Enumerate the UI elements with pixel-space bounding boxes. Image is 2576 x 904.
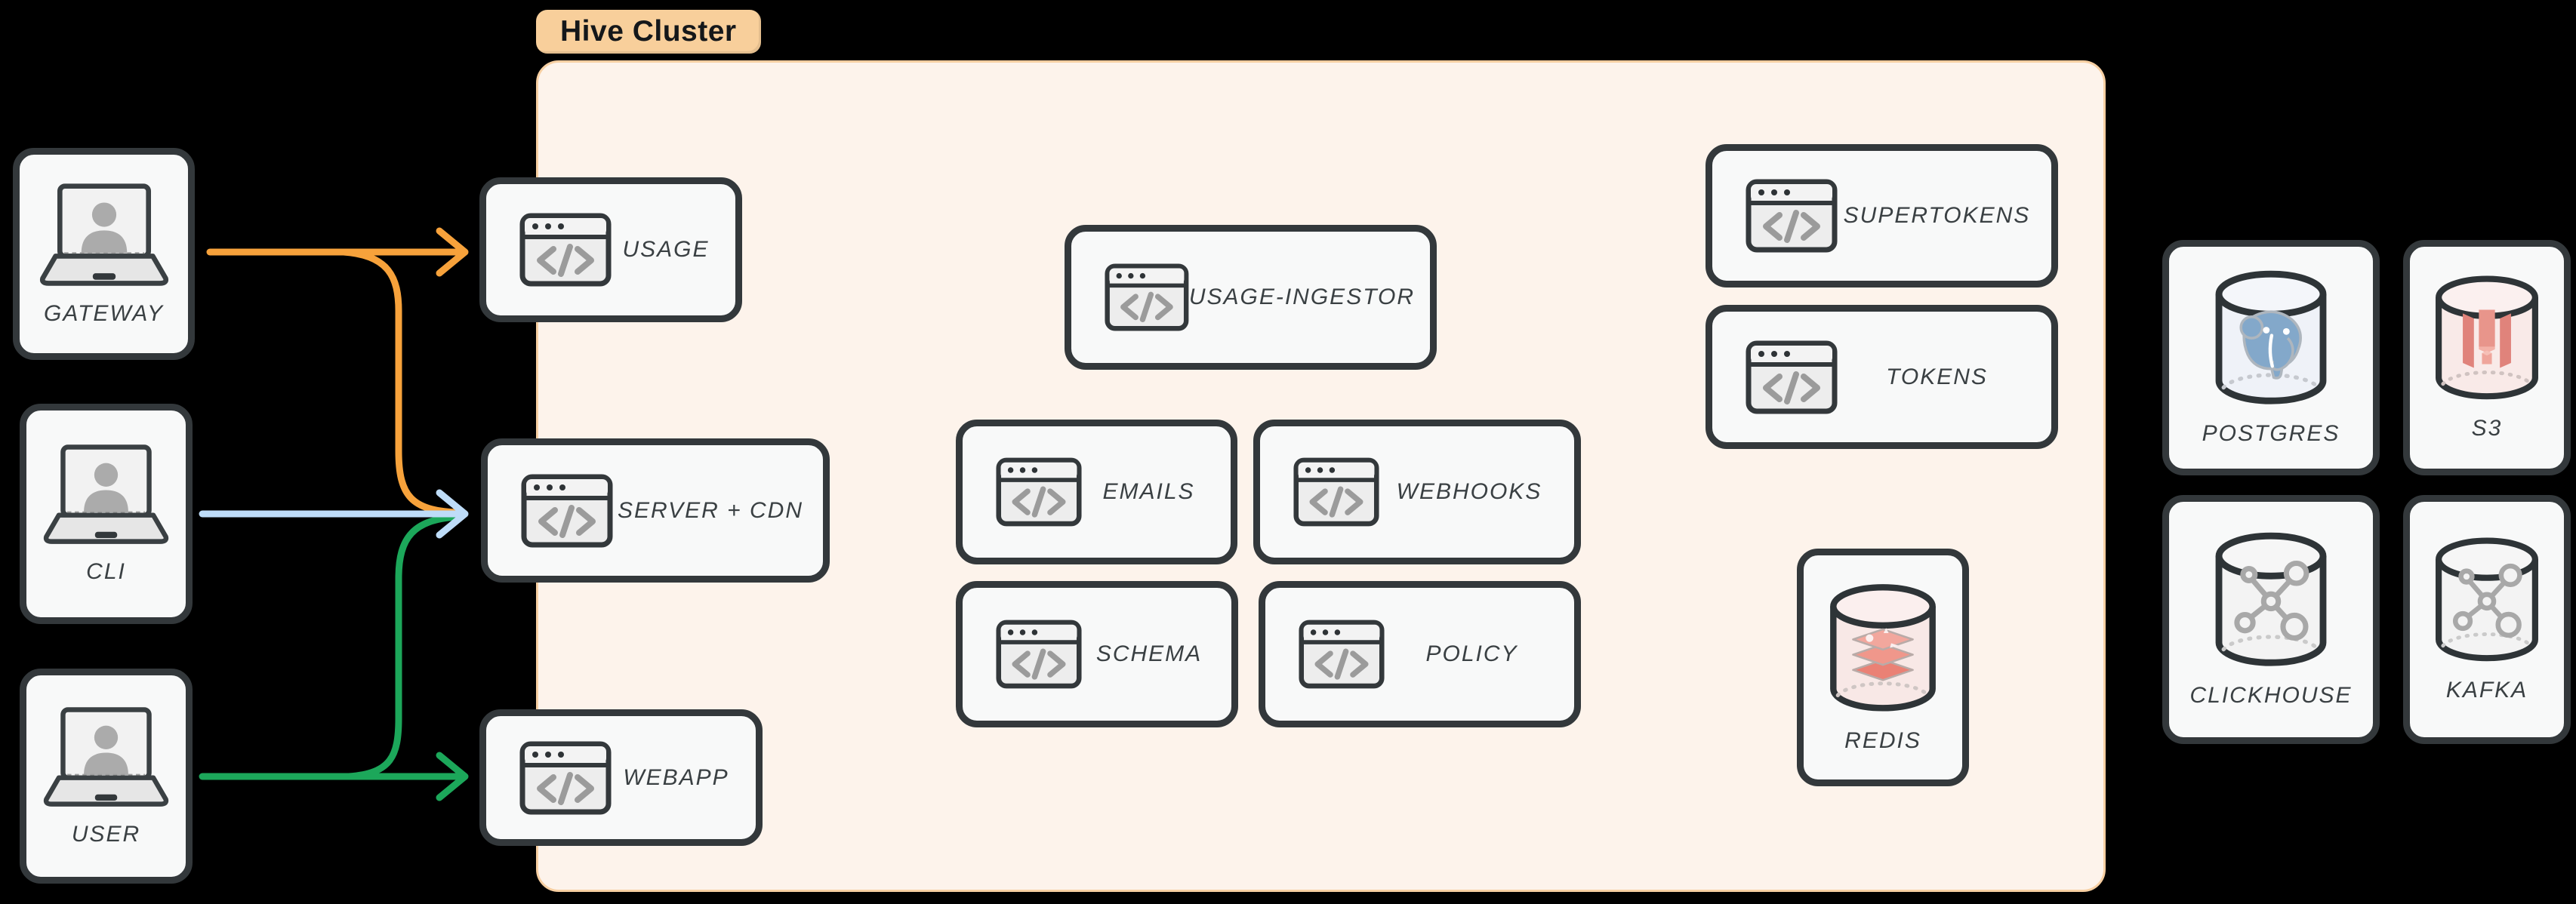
datastore-label-clickhouse: CLICKHOUSE xyxy=(2189,683,2353,708)
edge-gateway-usage xyxy=(206,227,469,277)
postgres-elephant-cylinder-icon xyxy=(2208,269,2334,409)
code-window-icon xyxy=(1746,179,1838,253)
code-window-icon xyxy=(1105,260,1189,334)
network-nodes-cylinder-icon xyxy=(2428,536,2546,666)
network-nodes-cylinder-icon xyxy=(2208,530,2334,671)
laptop-user-icon xyxy=(36,443,176,547)
client-node-gateway: GATEWAY xyxy=(13,148,195,360)
edge-user-server-cdn xyxy=(345,513,460,780)
code-window-icon xyxy=(521,474,613,548)
datastore-label-s3: S3 xyxy=(2471,416,2503,441)
datastore-label-redis: REDIS xyxy=(1844,727,1921,753)
service-label-webhooks: WEBHOOKS xyxy=(1396,479,1542,504)
service-node-schema: SCHEMA xyxy=(956,581,1238,727)
service-node-emails: EMAILS xyxy=(956,420,1237,564)
datastore-node-clickhouse: CLICKHOUSE xyxy=(2162,495,2380,744)
service-label-usage-ingestor: USAGE-INGESTOR xyxy=(1188,284,1415,309)
client-label-cli: CLI xyxy=(86,559,126,584)
code-window-icon xyxy=(1299,619,1385,690)
client-label-gateway: GATEWAY xyxy=(43,300,165,326)
s3-bucket-cylinder-icon xyxy=(2428,274,2546,404)
code-window-icon xyxy=(1293,457,1379,527)
laptop-user-icon xyxy=(36,706,176,810)
code-window-icon xyxy=(519,741,612,815)
redis-cylinder-icon xyxy=(1823,582,1943,716)
hive-cluster-badge: Hive Cluster xyxy=(536,10,761,54)
client-node-user: USER xyxy=(20,669,193,884)
service-label-usage: USAGE xyxy=(622,237,710,262)
code-window-icon xyxy=(996,619,1082,690)
service-label-schema: SCHEMA xyxy=(1095,641,1203,666)
service-node-webapp: WEBAPP xyxy=(479,709,763,846)
datastore-node-postgres: POSTGRES xyxy=(2162,240,2380,475)
service-node-usage: USAGE xyxy=(479,177,742,322)
client-node-cli: CLI xyxy=(20,404,193,624)
edge-user-webapp xyxy=(199,752,469,801)
hive-cluster-badge-label: Hive Cluster xyxy=(560,15,737,48)
service-node-usage-ingestor: USAGE-INGESTOR xyxy=(1065,225,1437,370)
service-label-webapp: WEBAPP xyxy=(623,764,729,790)
datastore-node-s3: S3 xyxy=(2403,240,2571,475)
service-label-policy: POLICY xyxy=(1425,641,1518,666)
service-label-server-cdn: SERVER + CDN xyxy=(617,497,803,523)
code-window-icon xyxy=(996,457,1082,527)
service-label-supertokens: SUPERTOKENS xyxy=(1843,203,2031,228)
edge-gateway-server-cdn xyxy=(340,248,460,516)
code-window-icon xyxy=(519,213,612,287)
datastore-label-postgres: POSTGRES xyxy=(2202,421,2340,446)
service-node-server-cdn: SERVER + CDN xyxy=(481,438,830,583)
service-node-supertokens: SUPERTOKENS xyxy=(1706,144,2058,287)
datastore-label-kafka: KAFKA xyxy=(2445,678,2528,703)
laptop-user-icon xyxy=(32,182,176,289)
service-node-webhooks: WEBHOOKS xyxy=(1253,420,1581,564)
datastore-node-kafka: KAFKA xyxy=(2403,495,2571,744)
datastore-node-redis: REDIS xyxy=(1797,549,1969,786)
service-label-tokens: TOKENS xyxy=(1886,364,1988,389)
code-window-icon xyxy=(1746,340,1838,414)
service-node-tokens: TOKENS xyxy=(1706,305,2058,449)
service-label-emails: EMAILS xyxy=(1102,479,1195,504)
edge-cli-server-cdn xyxy=(199,489,469,539)
service-node-policy: POLICY xyxy=(1259,581,1581,727)
client-label-user: USER xyxy=(71,821,141,847)
